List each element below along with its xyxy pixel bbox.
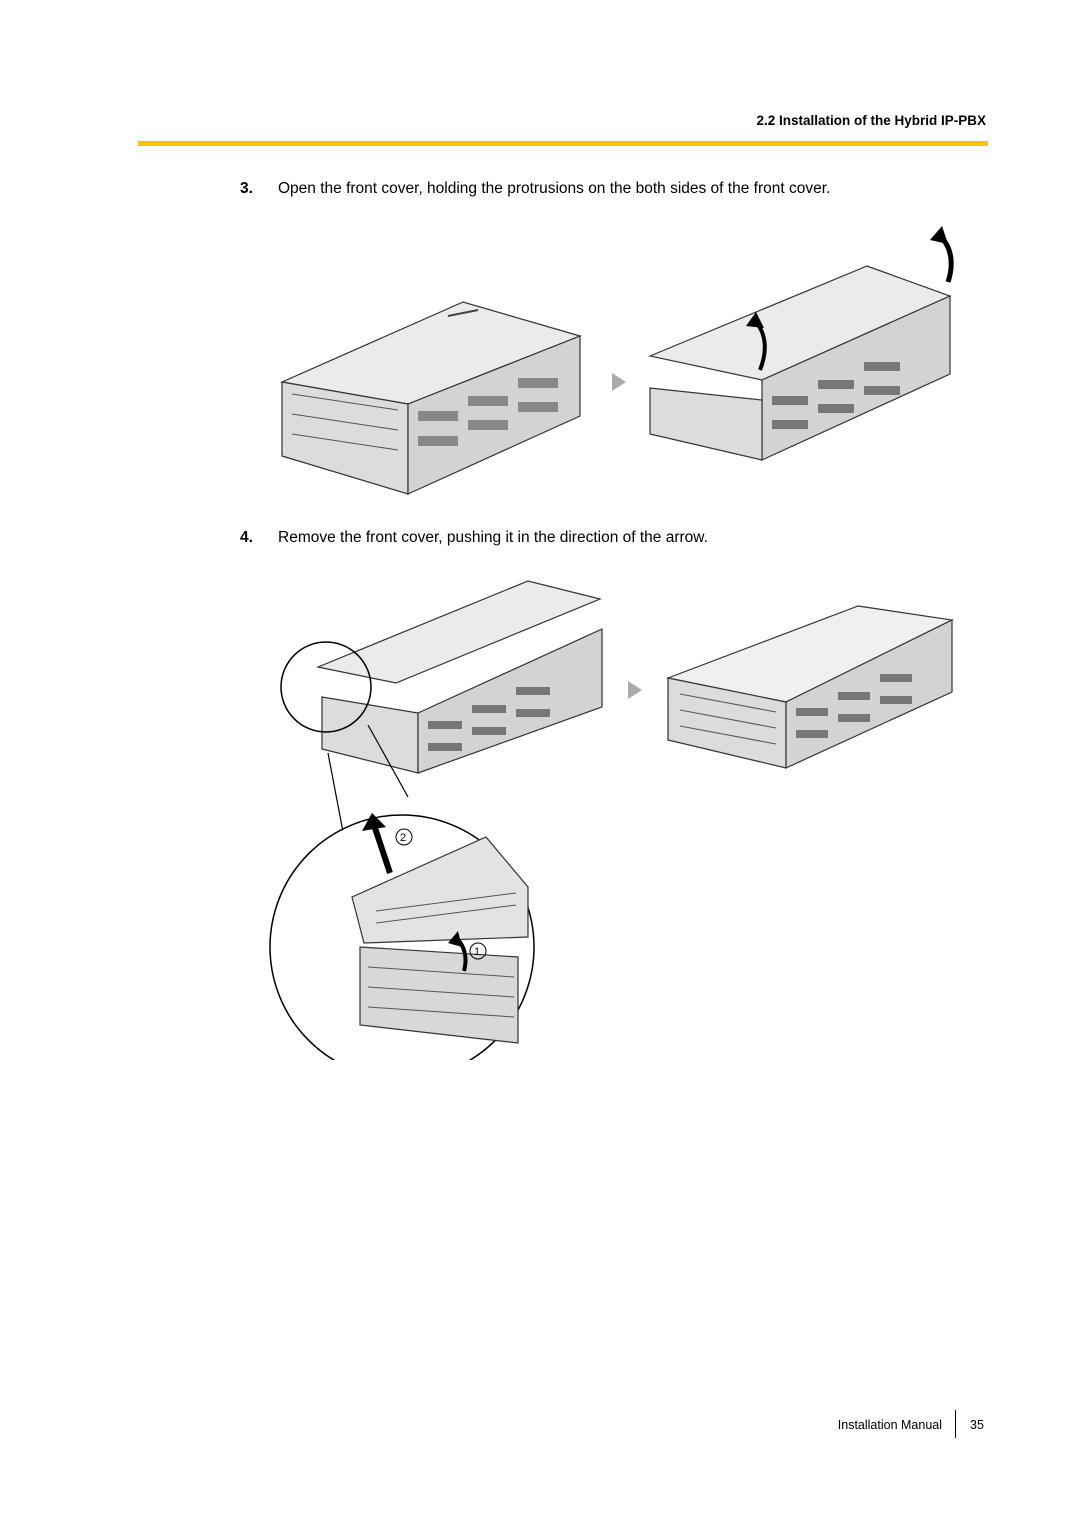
pbx-cover-removal-illustration: 2 1 bbox=[268, 575, 613, 1060]
callout-2-label: 2 bbox=[400, 832, 406, 844]
step-text: Open the front cover, holding the protru… bbox=[278, 180, 831, 197]
footer-divider bbox=[955, 1410, 956, 1438]
header-rule bbox=[138, 141, 988, 146]
pbx-cover-opening-illustration bbox=[642, 224, 962, 474]
page-number: 35 bbox=[970, 1418, 984, 1432]
pbx-closed-illustration bbox=[278, 296, 583, 496]
callout-1-label: 1 bbox=[474, 946, 480, 958]
pbx-cover-removed-illustration bbox=[660, 600, 960, 775]
progress-arrow-icon bbox=[612, 373, 626, 391]
step-number: 3. bbox=[240, 180, 253, 197]
section-header: 2.2 Installation of the Hybrid IP-PBX bbox=[756, 113, 986, 128]
step-3: 3. Open the front cover, holding the prot… bbox=[240, 180, 830, 198]
step-text: Remove the front cover, pushing it in th… bbox=[278, 529, 708, 546]
progress-arrow-icon bbox=[628, 681, 642, 699]
footer-label: Installation Manual bbox=[837, 1418, 942, 1432]
step-4: 4. Remove the front cover, pushing it in … bbox=[240, 529, 708, 547]
step-number: 4. bbox=[240, 529, 253, 546]
